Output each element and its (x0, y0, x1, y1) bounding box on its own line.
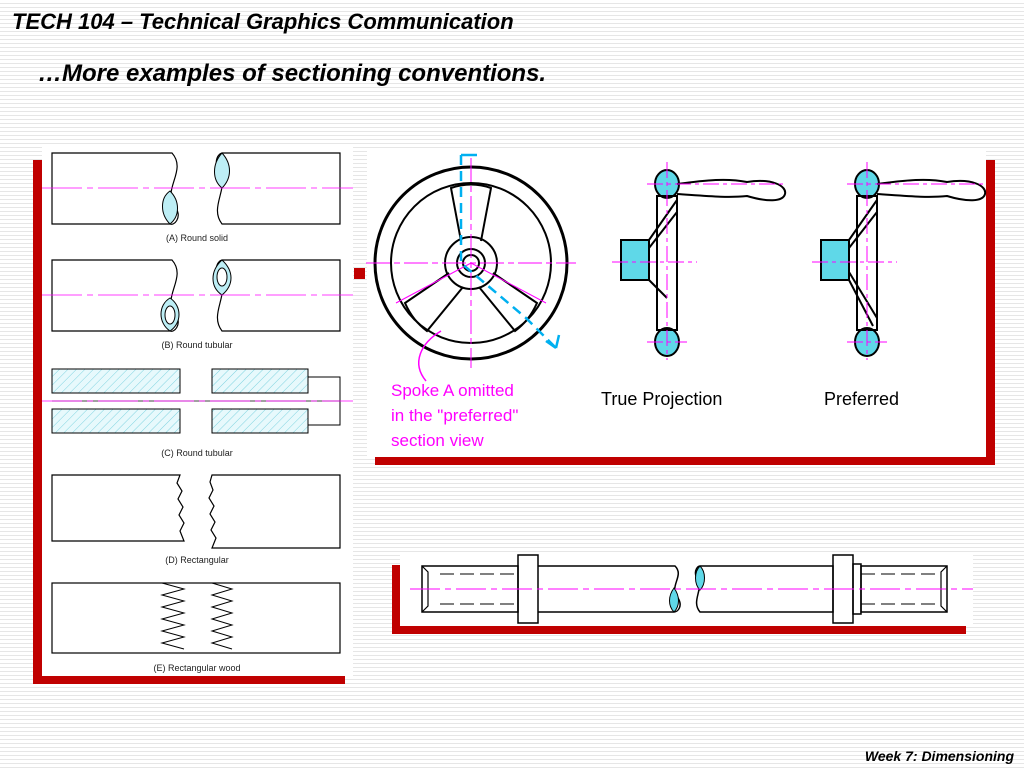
footer-text: Week 7: Dimensioning (864, 748, 1014, 764)
slide-subtitle: …More examples of sectioning conventions… (38, 60, 547, 87)
spoke-note-line-1: Spoke A omitted (391, 381, 514, 400)
slide-title: TECH 104 – Technical Graphics Communicat… (12, 9, 514, 34)
red-marker (354, 268, 365, 279)
break-conventions-panel: (A) Round solid (B) Round tubular (42, 146, 353, 676)
handwheel-panel: Spoke A omitted in the "preferred" secti… (366, 150, 987, 457)
round-tubular-figure-c: (C) Round tubular (42, 368, 353, 458)
caption-b: (B) Round tubular (161, 340, 232, 350)
handwheel-drawing: Spoke A omitted in the "preferred" secti… (366, 153, 987, 450)
caption-d: (D) Rectangular (165, 555, 229, 565)
round-tubular-figure-b: (B) Round tubular (42, 259, 353, 350)
preferred-label: Preferred (824, 389, 899, 409)
rectangular-figure: (D) Rectangular (51, 474, 341, 565)
spoke-note-line-2: in the "preferred" (391, 406, 518, 425)
break-conventions-drawing: (A) Round solid (B) Round tubular (42, 152, 353, 673)
true-projection-label: True Projection (601, 389, 722, 409)
caption-c: (C) Round tubular (161, 448, 233, 458)
handwheel-front-view (366, 153, 576, 382)
round-solid-figure: (A) Round solid (42, 152, 353, 243)
spoke-note-line-3: section view (391, 431, 484, 450)
shaft-panel (400, 552, 973, 626)
shaft-drawing (410, 554, 973, 624)
caption-e: (E) Rectangular wood (153, 663, 240, 673)
preferred-view (812, 162, 987, 360)
true-projection-view (612, 162, 787, 360)
rectangular-wood-figure: (E) Rectangular wood (51, 582, 341, 673)
caption-a: (A) Round solid (166, 233, 228, 243)
